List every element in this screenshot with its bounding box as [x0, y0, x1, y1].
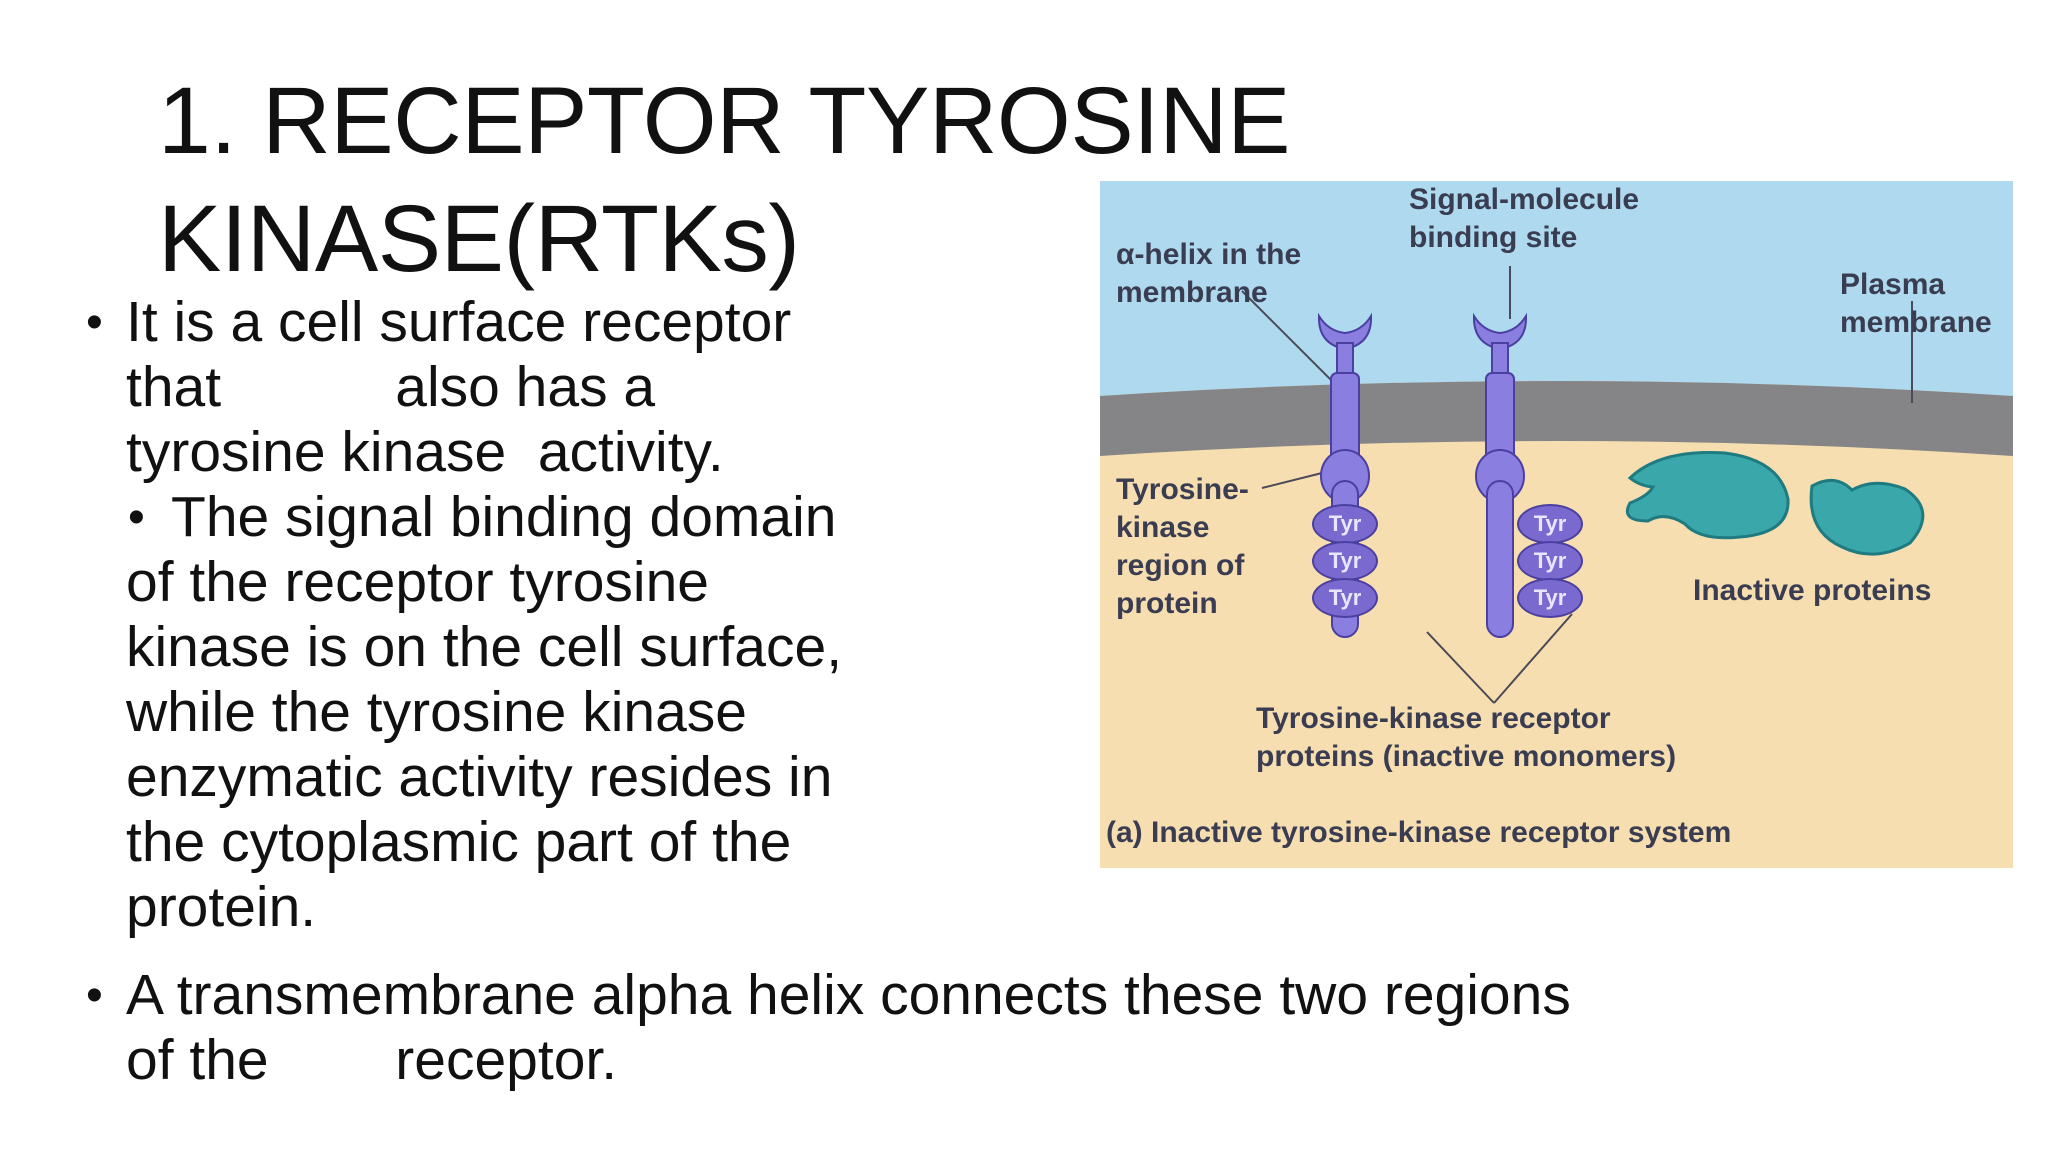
label-tk-region-line-4: protein	[1116, 587, 1218, 620]
label-signal-site-line-2: binding site	[1409, 221, 1578, 254]
bullet-2-line-7: protein.	[126, 875, 317, 939]
bullet-2-line-6: the cytoplasmic part of the	[126, 810, 792, 874]
tyr-residue: Tyr	[1517, 578, 1583, 618]
bullet-1: It is a cell surface receptor that also …	[126, 290, 791, 485]
label-plasma-membrane: Plasma membrane	[1840, 266, 1992, 342]
plasma-membrane-band	[1100, 381, 2013, 456]
bullet-2-line-5: enzymatic activity resides in	[126, 745, 833, 809]
label-signal-site: Signal-molecule binding site	[1409, 181, 1639, 257]
label-tk-region-line-2: kinase	[1116, 511, 1210, 544]
bullet-2-line-2: of the receptor tyrosine	[126, 550, 709, 614]
tyr-residue: Tyr	[1517, 504, 1583, 544]
title-line-2: KINASE(RTKs)	[158, 186, 800, 292]
label-alpha-helix-line-2: membrane	[1116, 276, 1268, 309]
bullet-3-line-1: A transmembrane alpha helix connects the…	[126, 963, 1571, 1027]
pointer-tk-region	[1261, 472, 1323, 489]
label-tk-region: Tyrosine- kinase region of protein	[1116, 471, 1249, 623]
label-signal-site-line-1: Signal-molecule	[1409, 183, 1640, 216]
bullet-3: A transmembrane alpha helix connects the…	[126, 963, 1571, 1093]
pointer-receptor-left	[1426, 631, 1495, 704]
bullet-2-line-3: kinase is on the cell surface,	[126, 615, 843, 679]
label-tk-region-line-1: Tyrosine-	[1116, 473, 1249, 506]
slide-title: 1. RECEPTOR TYROSINE KINASE(RTKs)	[158, 62, 1291, 298]
bullet-2-line-4: while the tyrosine kinase	[126, 680, 747, 744]
bullet-3-line-2: of the receptor.	[126, 1028, 618, 1092]
rtk-diagram-art	[1100, 181, 2013, 868]
tyr-residue: Tyr	[1312, 578, 1378, 618]
label-plasma-line-2: membrane	[1840, 306, 1992, 339]
bullet-1-line-2: that also has a	[126, 355, 656, 419]
inactive-protein-2	[1809, 478, 1925, 556]
label-plasma-line-1: Plasma	[1840, 268, 1946, 301]
title-line-1: 1. RECEPTOR TYROSINE	[158, 68, 1291, 174]
bullet-marker: •	[86, 969, 103, 1022]
tyr-residue: Tyr	[1517, 541, 1583, 581]
rtk-diagram: Tyr Tyr Tyr Tyr Tyr Tyr Signal-molecule …	[1100, 181, 2013, 868]
sub-bullet-marker: •	[128, 491, 145, 544]
label-inactive-proteins: Inactive proteins	[1693, 574, 1932, 607]
tyr-residue: Tyr	[1312, 504, 1378, 544]
label-alpha-helix-line-1: α-helix in the	[1116, 238, 1302, 271]
bullet-marker: •	[86, 296, 103, 349]
label-receptor-monomers: Tyrosine-kinase receptor proteins (inact…	[1256, 700, 1676, 776]
bullet-2: The signal binding domain of the recepto…	[126, 485, 842, 940]
pointer-receptor-right	[1493, 613, 1573, 704]
label-tk-region-line-3: region of	[1116, 549, 1245, 582]
bullet-2-line-1: The signal binding domain	[171, 485, 837, 549]
bullet-1-line-1: It is a cell surface receptor	[126, 290, 792, 354]
label-monomers-line-1: Tyrosine-kinase receptor	[1256, 702, 1611, 735]
label-alpha-helix: α-helix in the membrane	[1116, 236, 1301, 312]
tyr-residue: Tyr	[1312, 541, 1378, 581]
label-monomers-line-2: proteins (inactive monomers)	[1256, 740, 1677, 773]
figure-caption: (a) Inactive tyrosine-kinase receptor sy…	[1106, 816, 1732, 849]
pointer-alpha-helix	[1241, 290, 1343, 392]
bullet-1-line-3: tyrosine kinase activity.	[126, 420, 724, 484]
receptor-right	[1472, 312, 1528, 638]
inactive-protein-1	[1625, 451, 1790, 540]
